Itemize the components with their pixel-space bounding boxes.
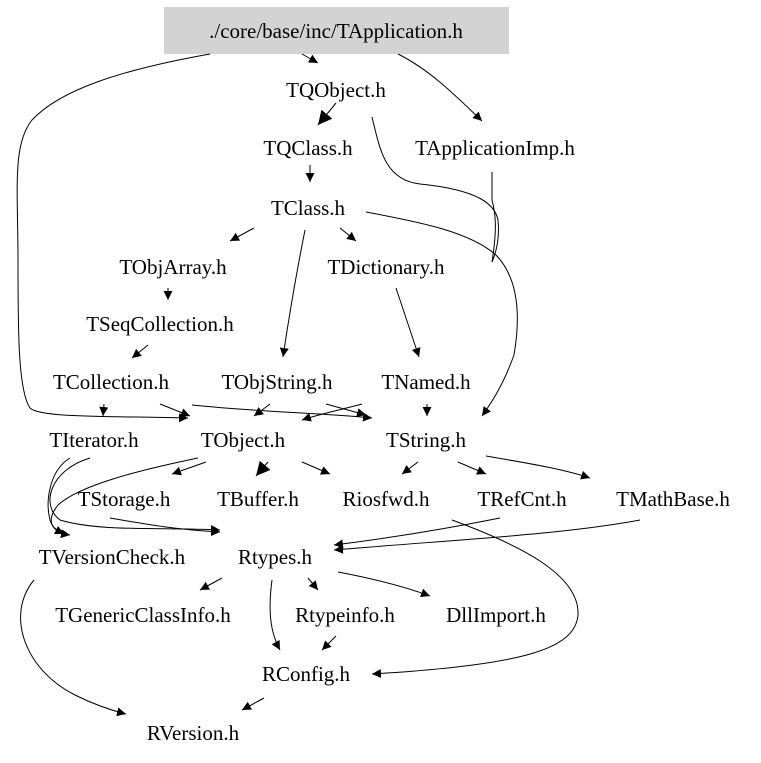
edge-tclass-tobjstring bbox=[279, 229, 306, 358]
node-tqclass[interactable]: TQClass.h bbox=[263, 136, 353, 160]
node-tseqcollection[interactable]: TSeqCollection.h bbox=[86, 312, 234, 336]
node-tstorage[interactable]: TStorage.h bbox=[78, 487, 171, 511]
edge-tstring-riosfwd bbox=[401, 461, 419, 475]
edge-tobject-riosfwd bbox=[301, 461, 331, 475]
edge-tclass-tobjarray bbox=[229, 227, 255, 242]
edge-trefcnt-rtypes bbox=[333, 517, 501, 549]
node-tmathbase[interactable]: TMathBase.h bbox=[616, 487, 730, 511]
node-trefcnt[interactable]: TRefCnt.h bbox=[477, 487, 567, 511]
edge-riosfwd-rconfig bbox=[371, 519, 579, 678]
edge-tstorage-rtypes bbox=[109, 517, 221, 537]
node-riosfwd[interactable]: Riosfwd.h bbox=[343, 487, 430, 511]
edge-tobject-tversioncheck bbox=[50, 457, 199, 539]
node-tqobject[interactable]: TQObject.h bbox=[286, 78, 386, 102]
edge-tapplication-tobject bbox=[16, 53, 211, 423]
node-tnamed[interactable]: TNamed.h bbox=[381, 370, 471, 394]
edge-tclass-tdictionary bbox=[339, 227, 357, 242]
node-tdictionary[interactable]: TDictionary.h bbox=[327, 255, 445, 279]
node-tcollection[interactable]: TCollection.h bbox=[53, 370, 170, 394]
edge-tcollection-titerator bbox=[99, 403, 109, 417]
node-rtypes[interactable]: Rtypes.h bbox=[238, 545, 313, 569]
node-tobjarray[interactable]: TObjArray.h bbox=[119, 255, 227, 279]
node-dllimport[interactable]: DllImport.h bbox=[446, 603, 546, 627]
edge-titerator-tversioncheck bbox=[47, 457, 71, 535]
node-rtypeinfo[interactable]: Rtypeinfo.h bbox=[295, 603, 395, 627]
edge-tapplication-tapplicationimp bbox=[397, 53, 483, 122]
edge-titerator-rtypes bbox=[49, 457, 221, 535]
edge-rtypeinfo-rconfig bbox=[321, 635, 337, 651]
node-titerator[interactable]: TIterator.h bbox=[49, 428, 139, 452]
node-rversion[interactable]: RVersion.h bbox=[147, 721, 240, 745]
edge-tdictionary-tnamed bbox=[395, 287, 421, 358]
root-node-box bbox=[164, 7, 509, 54]
node-tclass[interactable]: TClass.h bbox=[271, 196, 346, 220]
edge-rconfig-rversion bbox=[241, 697, 265, 711]
edge-rtypes-rtypeinfo bbox=[307, 577, 319, 591]
node-tversioncheck[interactable]: TVersionCheck.h bbox=[39, 545, 186, 569]
edge-tversioncheck-rversion bbox=[20, 579, 127, 717]
edge-tobjstring-tobject bbox=[253, 403, 271, 417]
node-tbuffer[interactable]: TBuffer.h bbox=[217, 487, 299, 511]
edge-tseqcollection-tcollection bbox=[131, 344, 149, 359]
edges bbox=[16, 53, 641, 717]
edge-tstring-tmathbase bbox=[485, 455, 591, 480]
edge-rtypes-tgenericclassinfo bbox=[199, 577, 223, 591]
edge-tapplicationimp-tstring bbox=[491, 172, 496, 263]
node-tapplication[interactable]: ./core/base/inc/TApplication.h bbox=[209, 19, 463, 43]
edge-rtypes-dllimport bbox=[337, 571, 431, 598]
node-tgenericclassinfo[interactable]: TGenericClassInfo.h bbox=[55, 603, 231, 627]
edge-tcollection-tstring bbox=[191, 404, 373, 422]
edge-tobject-tbuffer bbox=[255, 460, 271, 477]
edge-tstring-trefcnt bbox=[457, 461, 487, 475]
edge-tapplication-tqobject bbox=[301, 53, 319, 64]
node-tobjstring[interactable]: TObjString.h bbox=[221, 370, 333, 394]
edge-tnamed-tobject bbox=[301, 403, 363, 422]
edge-tobjstring-tstring bbox=[325, 403, 367, 417]
node-tapplicationimp[interactable]: TApplicationImp.h bbox=[415, 136, 575, 160]
edge-tqobject-tqclass bbox=[317, 102, 337, 126]
edge-tcollection-tobject bbox=[159, 403, 191, 417]
node-rconfig[interactable]: RConfig.h bbox=[262, 662, 351, 686]
edge-tclass-tstring bbox=[365, 211, 518, 417]
edge-rtypes-rconfig bbox=[269, 579, 281, 651]
node-tstring[interactable]: TString.h bbox=[386, 428, 466, 452]
edge-tobject-tstorage bbox=[171, 461, 207, 476]
edge-tmathbase-rtypes bbox=[333, 519, 641, 554]
edge-tqobject-tstring bbox=[371, 116, 499, 263]
node-tobject[interactable]: TObject.h bbox=[201, 428, 286, 452]
nodes: ./core/base/inc/TApplication.h TQObject.… bbox=[39, 19, 731, 745]
